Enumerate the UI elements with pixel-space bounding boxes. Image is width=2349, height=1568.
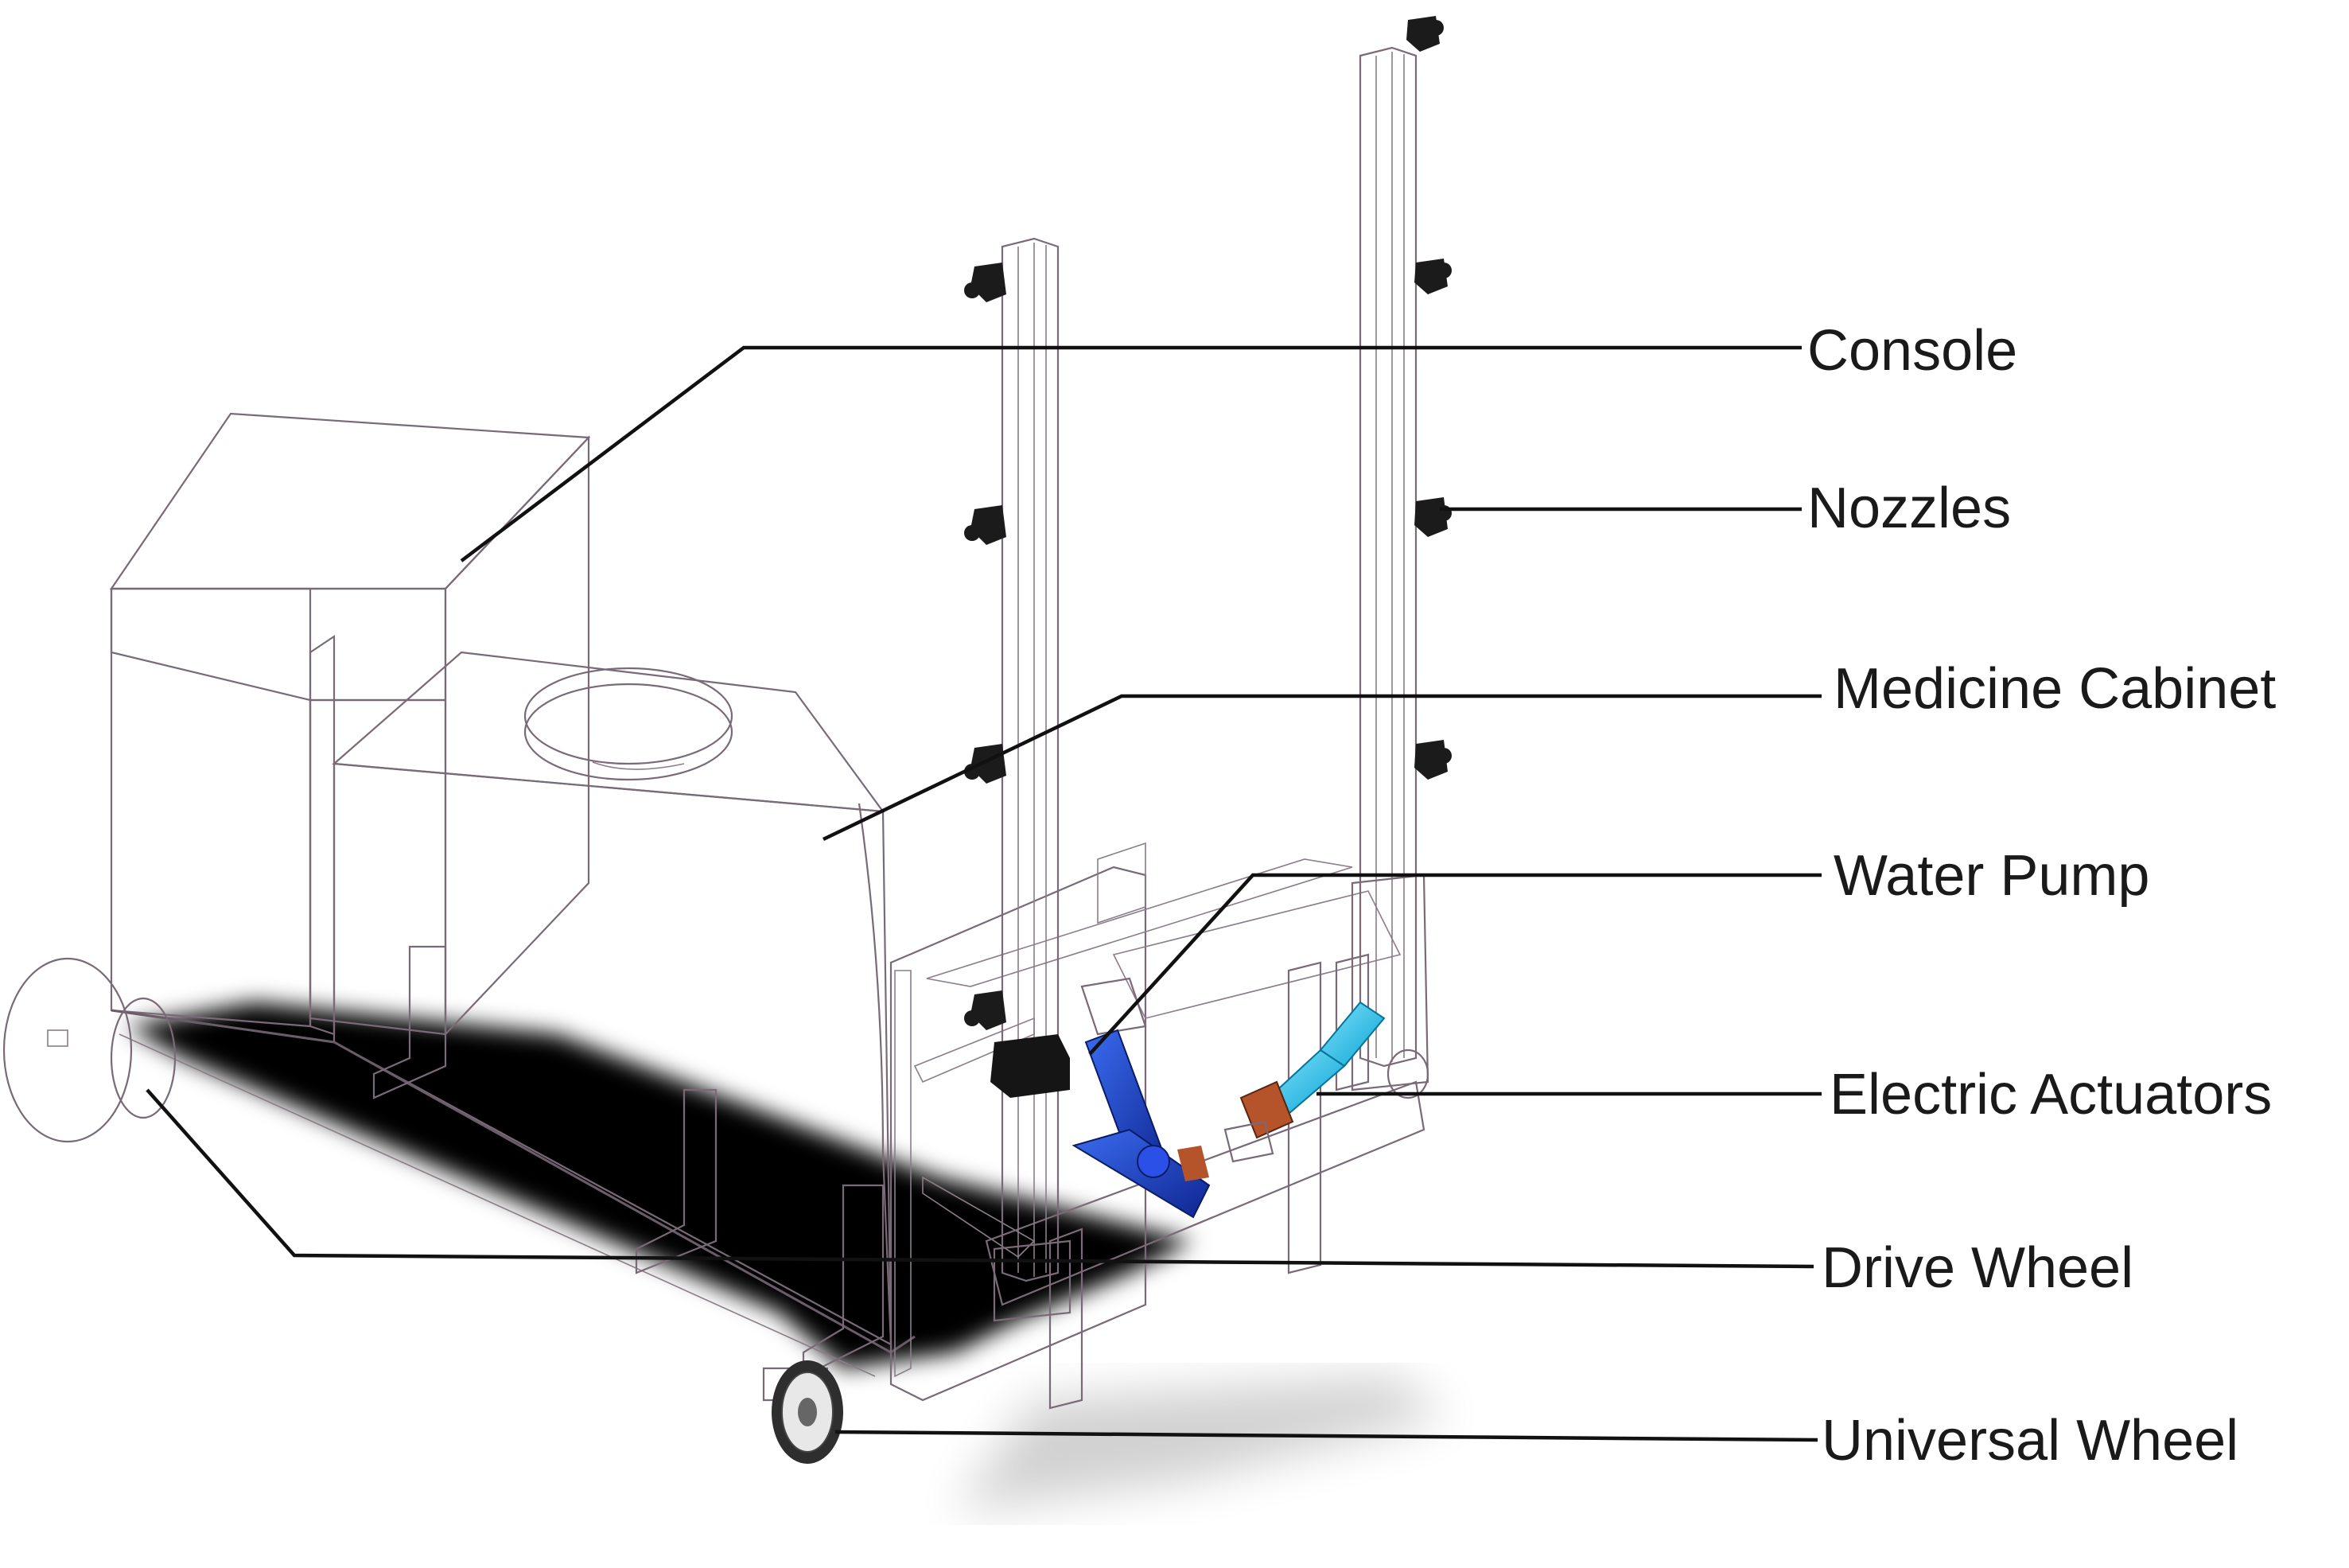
leader-universal-wheel [834,1430,1818,1442]
nozzle-icon [964,263,1006,302]
label-medicine-cabinet: Medicine Cabinet [1834,657,2276,721]
leader-water-pump [1088,873,1822,1056]
label-electric-actuators: Electric Actuators [1830,1063,2272,1126]
leader-lines [146,345,1822,1442]
leader-medicine-cabinet [823,694,1822,842]
nozzle-icon [1414,740,1452,780]
console-box [109,412,591,1037]
nozzle-icon [1406,16,1444,52]
water-pump [990,977,1147,1098]
drive-wheel [2,957,177,1143]
universal-wheel [762,1360,843,1464]
ground-shadow [127,1002,1448,1512]
label-drive-wheel: Drive Wheel [1822,1236,2133,1300]
nozzle-icon [964,990,1006,1030]
tank-lid [523,667,733,781]
label-console: Console [1807,319,2017,383]
nozzle-icon [964,505,1006,545]
nozzles [964,16,1452,1030]
label-water-pump: Water Pump [1834,844,2149,908]
callout-labels: Console Nozzles Medicine Cabinet Water P… [1807,319,2276,1473]
leader-drive-wheel [146,1088,1814,1269]
label-nozzles: Nozzles [1807,477,2011,540]
right-mast [1351,46,1429,1099]
label-universal-wheel: Universal Wheel [1822,1409,2238,1473]
nozzle-icon [1414,259,1452,294]
electric-actuators [1071,1001,1386,1219]
leader-console [460,345,1802,562]
left-mast [993,237,1071,1322]
nozzle-icon [964,744,1006,784]
nozzle-icon [1414,497,1452,537]
